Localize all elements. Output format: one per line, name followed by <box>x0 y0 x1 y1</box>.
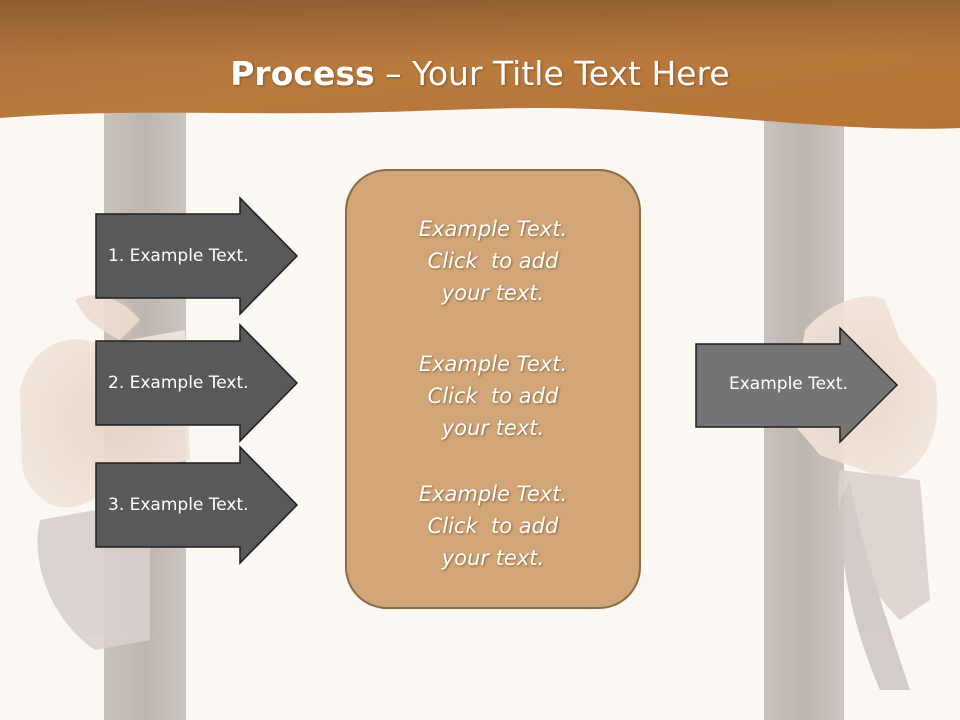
center-text-block-2: Example Text. Click to add your text. <box>345 348 641 444</box>
center-text-1-line1: Example Text. <box>418 217 568 241</box>
center-text-block-3: Example Text. Click to add your text. <box>345 478 641 574</box>
center-text-2-line3: your text. <box>441 416 545 440</box>
center-text-1-line2: Click to add <box>427 249 559 273</box>
arrow-1-label: 1. Example Text. <box>108 246 249 266</box>
center-text-2-line2: Click to add <box>427 384 559 408</box>
arrow-2-label: 2. Example Text. <box>108 373 249 393</box>
output-arrow-label: Example Text. <box>729 374 848 394</box>
slide-title: Process – Your Title Text Here <box>0 50 960 98</box>
hand-right-illustration <box>790 296 938 690</box>
center-content-box <box>345 169 641 609</box>
output-arrow <box>695 326 899 444</box>
center-text-3-line1: Example Text. <box>418 482 568 506</box>
center-text-block-1: Example Text. Click to add your text. <box>345 213 641 309</box>
center-text-2-line1: Example Text. <box>418 352 568 376</box>
arrow-3-label: 3. Example Text. <box>108 495 249 515</box>
title-rest: – Your Title Text Here <box>374 54 730 93</box>
center-text-3-line2: Click to add <box>427 514 559 538</box>
title-bold: Process <box>230 54 375 93</box>
process-arrow-2 <box>95 323 299 443</box>
center-text-3-line3: your text. <box>441 546 545 570</box>
process-arrow-3 <box>95 445 299 565</box>
process-arrow-1 <box>95 196 299 316</box>
center-text-1-line3: your text. <box>441 281 545 305</box>
